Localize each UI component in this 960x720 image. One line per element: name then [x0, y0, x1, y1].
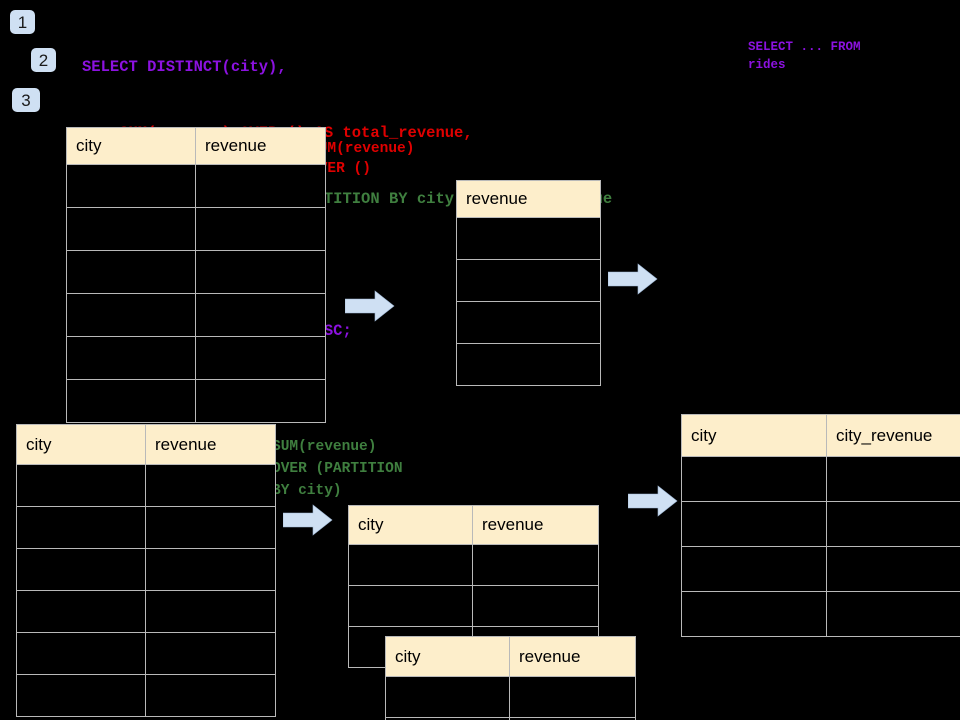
table-row [681, 456, 960, 502]
column-header-revenue: revenue [145, 424, 276, 465]
table-header-row: city revenue [16, 424, 276, 465]
table-row [681, 546, 960, 592]
column-header-city: city [16, 424, 146, 465]
column-header-revenue: revenue [509, 636, 636, 677]
column-header-revenue: revenue [472, 505, 599, 545]
table-row [66, 164, 326, 208]
column-header-city: city [66, 127, 196, 165]
partition-table-front: city revenue [385, 636, 636, 720]
table-row [385, 717, 636, 720]
table-row [456, 301, 601, 344]
table-row [385, 676, 636, 718]
step-badge-1: 1 [10, 10, 35, 34]
table-header-row: revenue [456, 180, 601, 218]
table-row [66, 207, 326, 251]
table-row [16, 632, 276, 675]
table-header-row: city revenue [385, 636, 636, 677]
table-row [16, 506, 276, 549]
total-revenue-table: revenue [456, 180, 601, 386]
column-header-city-revenue: city_revenue [826, 414, 960, 457]
table-header-row: city city_revenue [681, 414, 960, 457]
table-row [16, 590, 276, 633]
table-row [66, 250, 326, 294]
table-row [456, 217, 601, 260]
table-row [66, 293, 326, 337]
table-row [66, 336, 326, 380]
source-table-top: city revenue [66, 127, 326, 423]
annotation-over-partition: SUM(revenue) OVER (PARTITION BY city) [272, 439, 403, 499]
table-row [348, 585, 599, 627]
annotation-select-from: SELECT ... FROM rides [748, 40, 861, 72]
arrow-partition-to-result [628, 485, 678, 517]
arrow-source-to-total [345, 290, 395, 322]
table-header-row: city revenue [66, 127, 326, 165]
column-header-revenue: revenue [195, 127, 326, 165]
arrow-total-to-result [608, 263, 658, 295]
table-row [16, 674, 276, 717]
table-row [681, 501, 960, 547]
column-header-revenue: revenue [456, 180, 601, 218]
step-badge-3: 3 [12, 88, 40, 112]
arrow-source-to-partition [283, 504, 333, 536]
source-table-bottom: city revenue [16, 424, 276, 717]
result-table: city city_revenue [681, 414, 960, 637]
table-row [681, 591, 960, 637]
column-header-city: city [348, 505, 473, 545]
table-row [348, 544, 599, 586]
sql-line-1: SELECT DISTINCT(city), [82, 58, 287, 76]
step-badge-2: 2 [31, 48, 56, 72]
column-header-city: city [385, 636, 510, 677]
table-row [66, 379, 326, 423]
table-row [16, 464, 276, 507]
table-header-row: city revenue [348, 505, 599, 545]
table-row [456, 259, 601, 302]
table-row [16, 548, 276, 591]
table-row [456, 343, 601, 386]
column-header-city: city [681, 414, 827, 457]
